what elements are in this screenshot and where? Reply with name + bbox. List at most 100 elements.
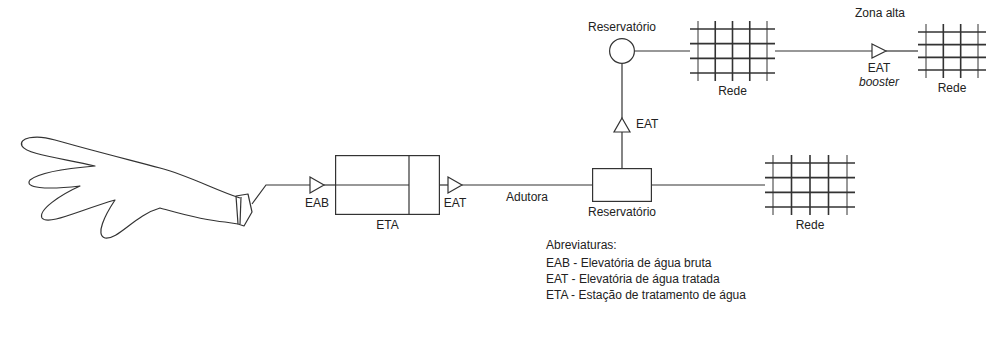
pipe-label: Adutora (504, 190, 550, 204)
grid-line (918, 31, 986, 33)
booster-pump-outline (872, 44, 886, 58)
node-title: EAT (858, 61, 900, 75)
abbreviation-note: EAB - Elevatória de água bruta (545, 256, 712, 270)
intake-grid (240, 197, 241, 224)
node-label: ETA (375, 218, 399, 232)
booster-pump: EATbooster (872, 44, 886, 58)
grid-line (690, 72, 775, 74)
pipe-line (621, 132, 622, 168)
pipe-line (324, 184, 335, 185)
network-grid-outline (918, 24, 986, 78)
grid-line (918, 44, 986, 46)
grid-line (767, 21, 768, 81)
pump-triangle (614, 118, 630, 132)
grid-line (828, 155, 830, 215)
node-label: Rede (937, 81, 968, 95)
node-label: EAB (304, 196, 330, 210)
grid-line (690, 58, 775, 60)
grid-line (690, 28, 775, 30)
grid-line (765, 192, 855, 194)
node-label: Rede (717, 84, 748, 98)
intake-structure (236, 194, 252, 226)
pump-triangle (872, 44, 886, 58)
pump-triangle (448, 177, 462, 193)
box-outline (593, 169, 652, 202)
reservoir-circle-outline (610, 39, 635, 64)
grid-line (732, 21, 734, 81)
node-label: Reservatório (587, 205, 657, 219)
grid-line (847, 155, 848, 215)
node-title: EAT (443, 196, 467, 210)
reservoir-circle: Reservatório (609, 38, 635, 64)
box-outline (336, 156, 440, 215)
reservoir-box: Reservatório (592, 168, 652, 202)
reservoir-circle-shape (609, 38, 635, 64)
booster-pump-shape (872, 44, 886, 58)
node-title: EAB (304, 196, 330, 210)
pump-symbol-outline (614, 118, 630, 132)
pump-symbol-outline (448, 177, 462, 193)
inner-pipe (335, 184, 409, 185)
pump-symbol: EAT (614, 118, 630, 132)
node-title: ETA (375, 218, 399, 232)
node-label: EATbooster (858, 61, 900, 89)
grid-line (809, 155, 811, 215)
grid-line (749, 21, 751, 81)
grid-line (698, 21, 699, 81)
grid-line (773, 155, 774, 215)
pump-symbol-shape (614, 118, 630, 132)
pipe-line (635, 50, 690, 51)
node-subtitle: booster (858, 75, 900, 89)
grid-line (690, 43, 775, 45)
reservoir-box-outline (593, 169, 652, 202)
pump-symbol: EAT (448, 177, 462, 193)
pipe-line (652, 184, 765, 185)
grid-line (714, 21, 716, 81)
grid-line (918, 69, 986, 71)
network-grid-outline (690, 21, 775, 81)
intake-pipe (252, 185, 310, 204)
circle-outline (610, 39, 635, 64)
node-label: Reservatório (587, 20, 657, 34)
network-grid: Rede (918, 24, 986, 78)
treatment-plant-shape (335, 155, 440, 215)
zone-title: Zona alta (854, 6, 906, 20)
treatment-plant: ETA (335, 155, 440, 215)
network-grid-shape (918, 24, 986, 78)
river-outline (21, 137, 252, 238)
grid-line (791, 155, 793, 215)
network-grid-outline (765, 155, 855, 215)
grid-line (765, 162, 855, 164)
node-title: Rede (937, 81, 968, 95)
abbreviation-note: ETA - Estação de tratamento de água (545, 288, 747, 302)
node-title: EAT (635, 117, 659, 131)
pump-symbol: EAB (310, 177, 324, 193)
network-grid: Rede (690, 21, 775, 81)
grid-line (765, 177, 855, 179)
treatment-plant-outline (335, 155, 439, 215)
legend-heading: Abreviaturas: (545, 238, 618, 252)
pipe-line (462, 184, 592, 185)
node-title: Reservatório (587, 20, 657, 34)
node-title: Rede (795, 218, 826, 232)
pipe-line (440, 184, 448, 185)
network-grid-shape (690, 21, 775, 81)
node-title: Rede (717, 84, 748, 98)
network-grid: Rede (765, 155, 855, 215)
pump-symbol-shape (448, 177, 462, 193)
pump-triangle (310, 177, 324, 193)
pipe-line (775, 50, 872, 51)
reservoir-box-shape (592, 168, 652, 202)
node-label: EAT (635, 117, 659, 131)
pipe-line (621, 64, 622, 118)
abbreviation-note: EAT - Elevatória de água tratada (545, 272, 721, 286)
node-label: EAT (443, 196, 467, 210)
pipe-line (886, 50, 918, 51)
node-title: Reservatório (587, 205, 657, 219)
pump-symbol-shape (310, 177, 324, 193)
network-grid-shape (765, 155, 855, 215)
grid-line (765, 206, 855, 208)
